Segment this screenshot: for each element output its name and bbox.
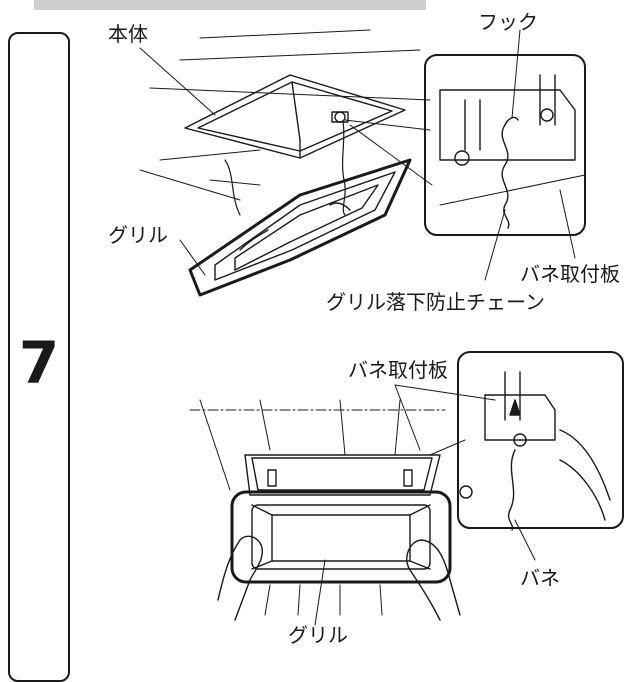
header-bar <box>34 0 426 10</box>
step-box: 7 <box>8 32 70 682</box>
label-spring: バネ <box>520 566 560 590</box>
spring-detail-callout <box>429 351 624 531</box>
label-grille-top: グリル <box>108 223 168 247</box>
leader-lines-bottom <box>314 384 536 626</box>
leader-lines-top <box>139 29 576 281</box>
chain <box>224 121 346 216</box>
grille-chain-illustration <box>139 29 624 626</box>
label-spring-plate-bottom: バネ取付板 <box>348 358 448 382</box>
label-body: 本体 <box>108 22 148 46</box>
label-spring-plate-top: バネ取付板 <box>520 262 620 286</box>
lower-lines <box>264 584 383 616</box>
label-hook: フック <box>478 10 538 34</box>
grille-bottom <box>230 490 452 584</box>
label-chain: グリル落下防止チェーン <box>326 290 545 314</box>
step-number: 7 <box>18 329 60 397</box>
hook-detail-callout <box>344 54 586 236</box>
ceiling-lines-bottom <box>189 399 446 491</box>
main-body-unit <box>184 74 406 159</box>
hands <box>217 535 461 621</box>
body-frame-bottom <box>244 454 441 496</box>
label-grille-bottom: グリル <box>288 623 348 647</box>
grille-frame <box>188 158 412 297</box>
ceiling-lines <box>139 29 431 201</box>
